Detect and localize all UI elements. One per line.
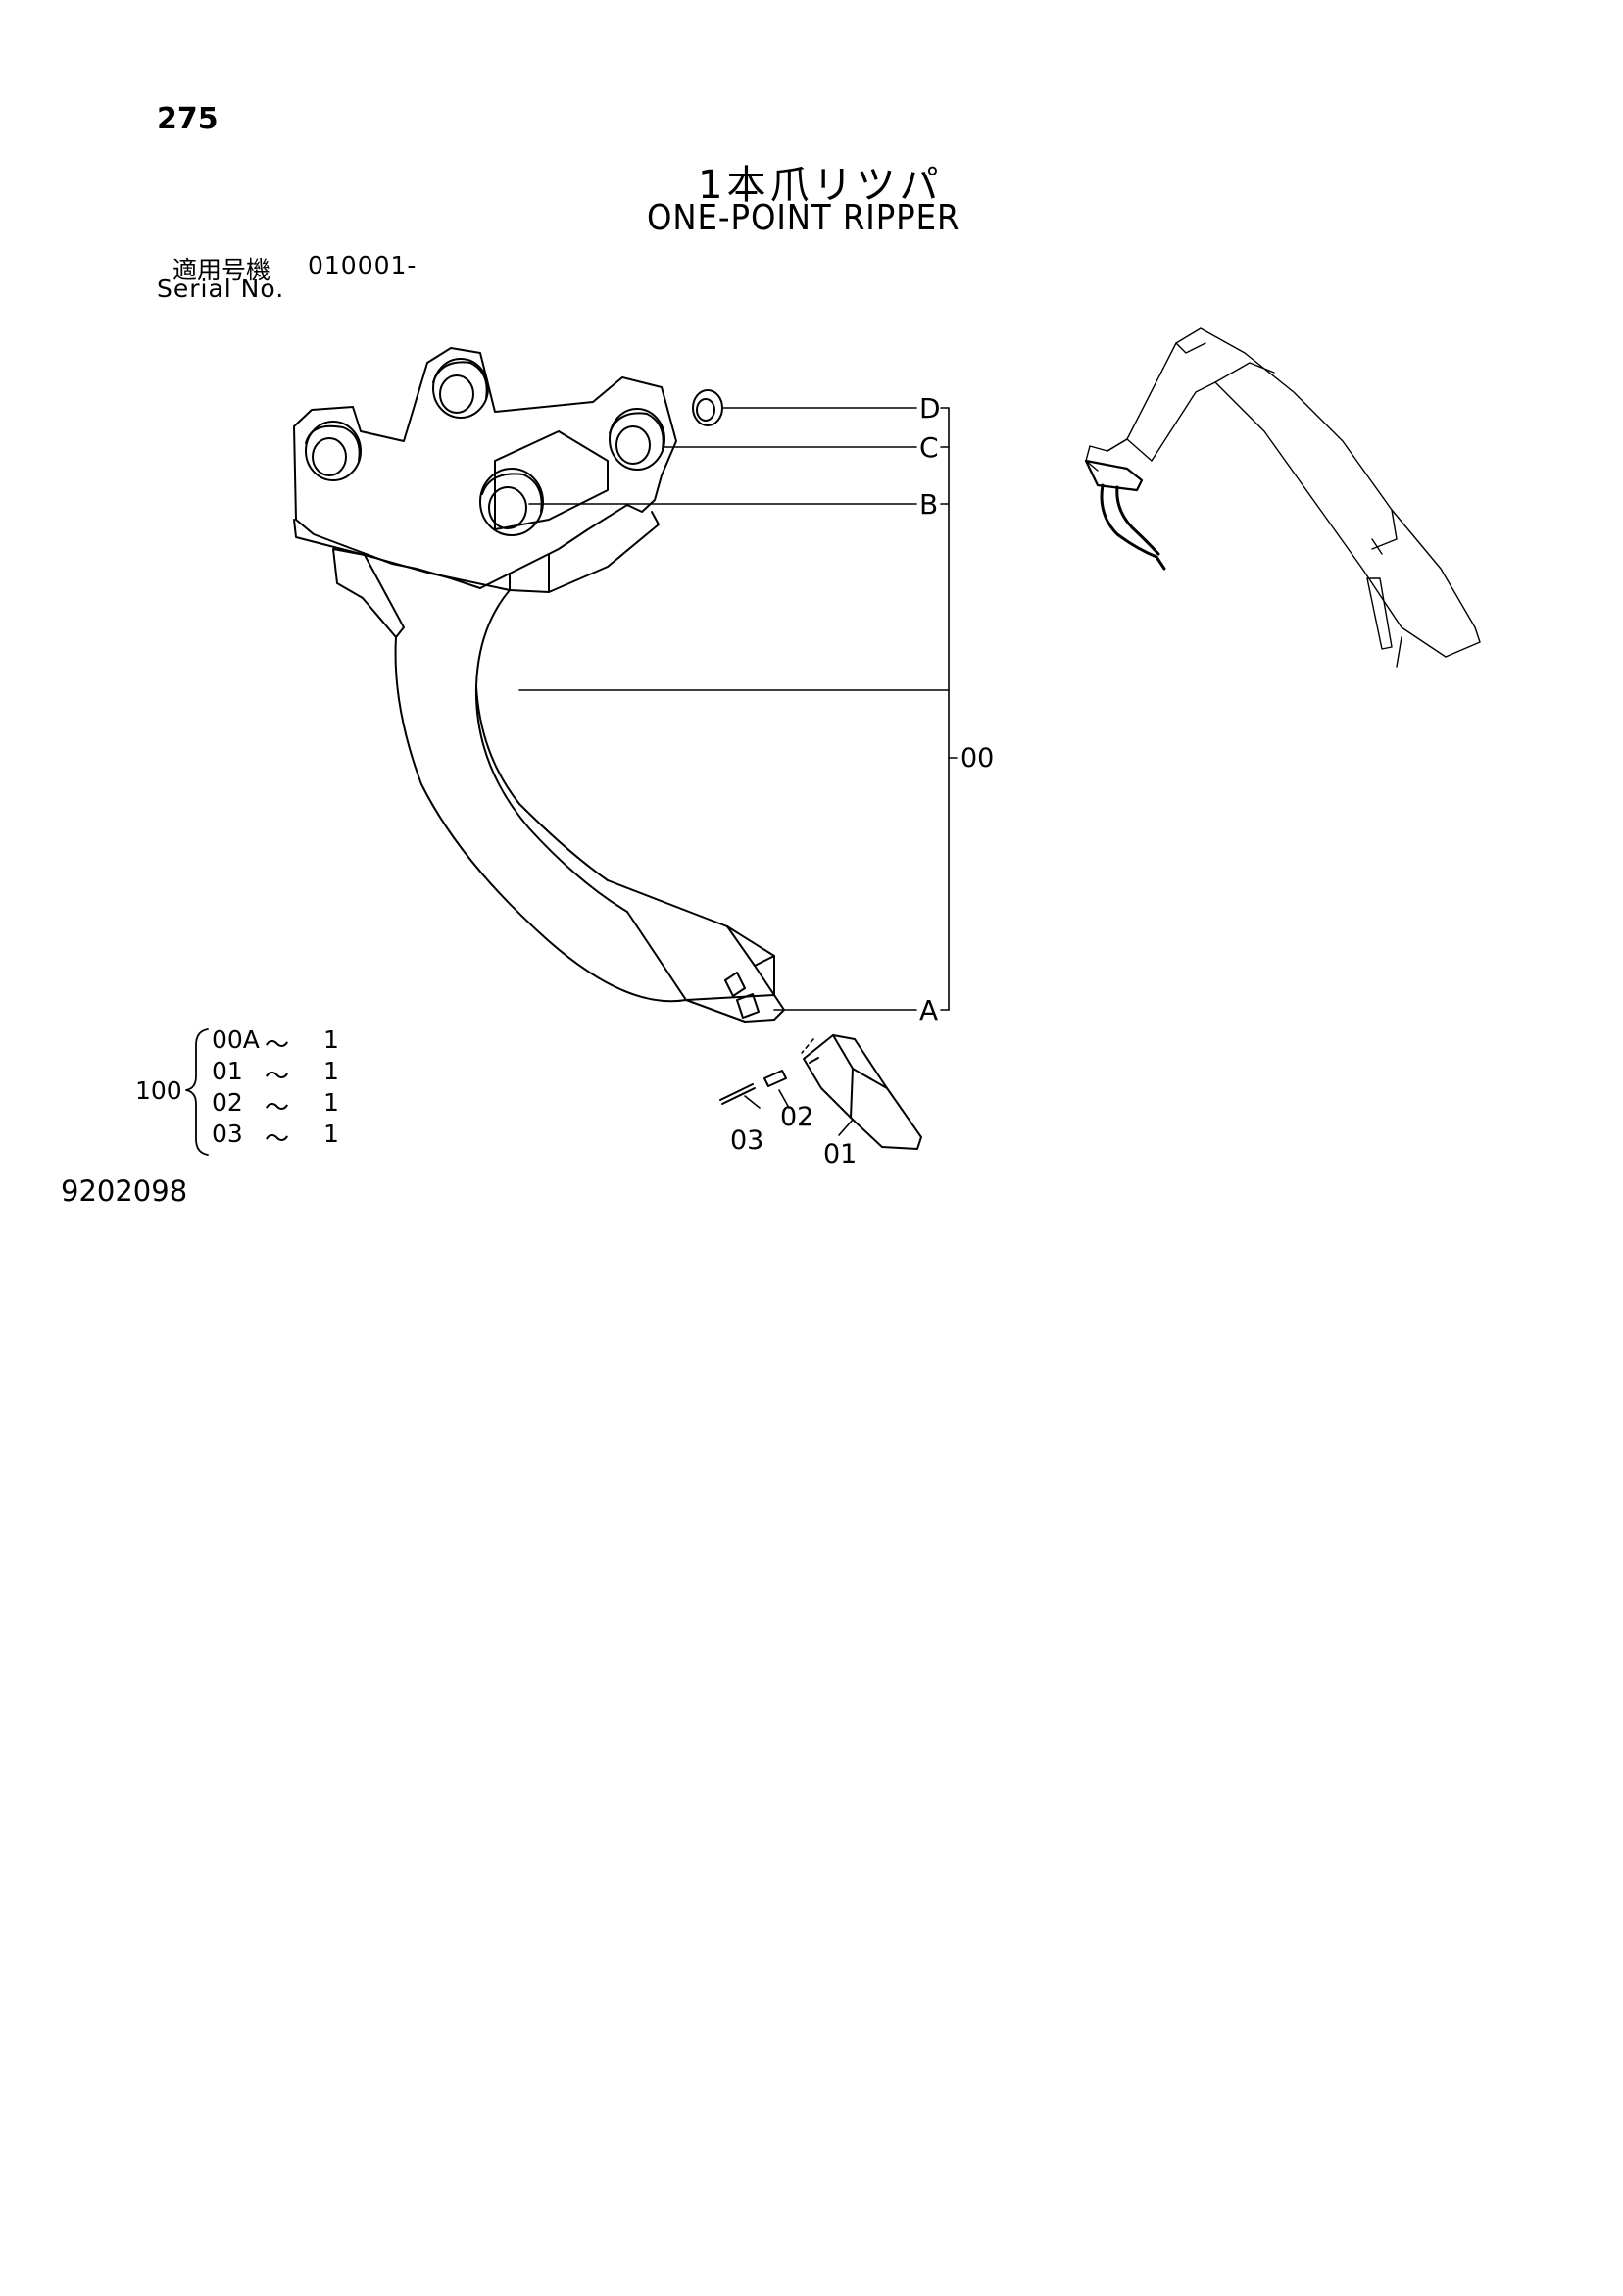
tooth-drawing — [803, 1034, 922, 1150]
quantity-row-qty: 1 — [323, 1057, 339, 1085]
quantity-row-qty: 1 — [323, 1088, 339, 1117]
callout-c: C — [919, 431, 939, 464]
title-japanese: 1本爪リツパ — [698, 163, 943, 208]
lock-drawing — [719, 1083, 756, 1105]
serial-label-japanese: 適用号機 — [172, 256, 271, 284]
callout-a: A — [919, 994, 939, 1026]
quantity-row-part: 02 — [212, 1088, 243, 1117]
quantity-brace — [185, 1028, 209, 1156]
callout-assembly: 00 — [960, 743, 995, 774]
quantity-row-part: 01 — [212, 1057, 243, 1085]
part-label-02: 02 — [780, 1102, 814, 1132]
document-number: 9202098 — [61, 1174, 188, 1208]
pin-drawing — [763, 1070, 787, 1087]
quantity-row-part: 03 — [212, 1120, 243, 1148]
quantity-row-sep: ～ — [265, 1062, 290, 1090]
quantity-row-qty: 1 — [323, 1025, 339, 1054]
quantity-row-sep: ～ — [265, 1124, 290, 1153]
excavator-inset-drawing — [1084, 327, 1481, 668]
callout-b: B — [919, 488, 939, 521]
page-number: 275 — [157, 102, 219, 136]
quantity-row-part: 00A — [212, 1025, 260, 1054]
ripper-body-drawing — [293, 347, 785, 1023]
quantity-row-qty: 1 — [323, 1120, 339, 1148]
callout-d: D — [919, 392, 941, 424]
quantity-row-sep: ～ — [265, 1093, 290, 1122]
serial-value: 010001- — [308, 251, 418, 279]
part-label-03: 03 — [730, 1125, 764, 1156]
quantity-group: 100 — [135, 1076, 182, 1105]
serial-label-english: Serial No. — [157, 275, 285, 303]
title-english: ONE-POINT RIPPER — [647, 198, 960, 238]
part-label-01: 01 — [823, 1139, 858, 1170]
quantity-row-sep: ～ — [265, 1030, 290, 1059]
leader-lines — [518, 407, 958, 1136]
